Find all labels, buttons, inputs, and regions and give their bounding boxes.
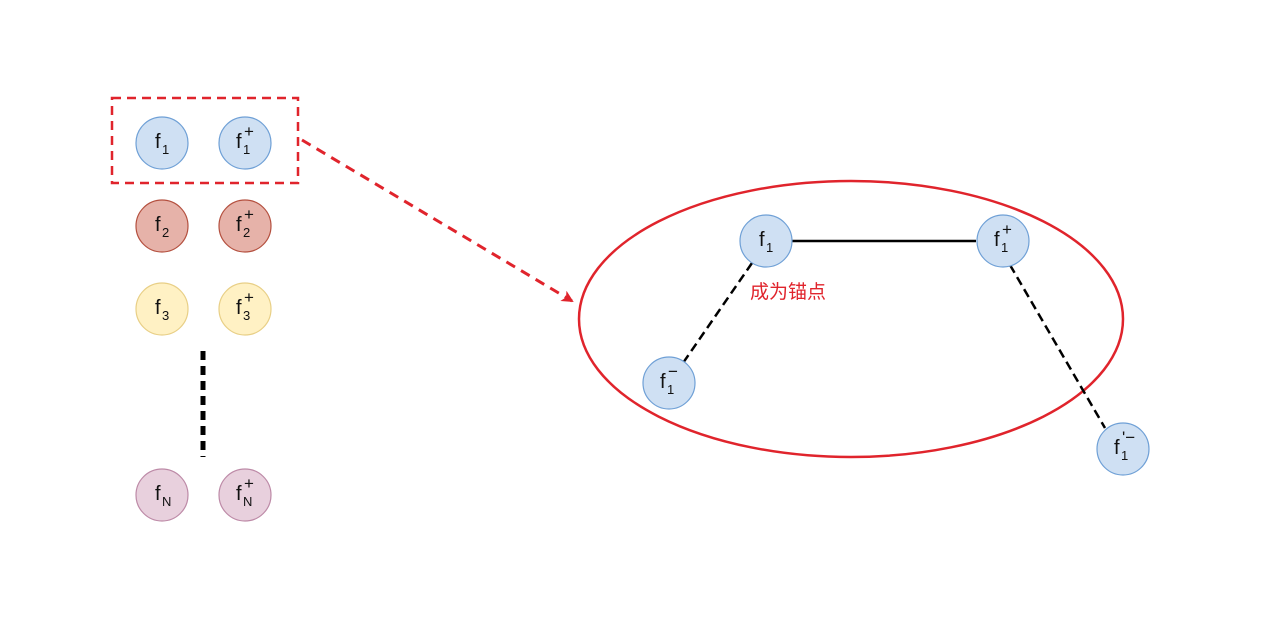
pair-3-node-b-sub: 3 <box>243 308 250 323</box>
pair-2-node-a-sub: 2 <box>162 225 169 240</box>
pair-3-node-a-base: f <box>155 297 161 319</box>
pair-1-node-b-sub: 1 <box>243 142 250 157</box>
negative-link <box>681 262 754 364</box>
negative-node-circle <box>642 356 696 410</box>
anchor-label: 成为锚点 <box>750 281 826 303</box>
anchor-node-base: f <box>759 229 765 251</box>
anchor-node-circle <box>739 214 793 268</box>
pair-n-node-a-circle <box>135 468 189 522</box>
pair-2-node-a-circle <box>135 199 189 253</box>
pair-3-node-b-base: f <box>236 297 242 319</box>
positive-node-sub: 1 <box>1001 240 1008 255</box>
pair-1-node-a-sub: 1 <box>162 142 169 157</box>
positive-node-base: f <box>994 229 1000 251</box>
pair-3-node-a-sub: 3 <box>162 308 169 323</box>
pair-n-node-a-sub: N <box>162 494 171 509</box>
pair-n-node-a-base: f <box>155 483 161 505</box>
pair-n-node-b-sub: N <box>243 494 252 509</box>
negative-node-sup: − <box>668 362 678 381</box>
pair-2-node-b-sup: + <box>244 205 254 224</box>
negative-prime-link <box>1008 264 1107 429</box>
pair-2-node-b-sub: 2 <box>243 225 250 240</box>
zoom-arrow <box>301 138 574 303</box>
pair-1-node-b-sup: + <box>244 122 254 141</box>
negative-prime-node-base: f <box>1114 437 1120 459</box>
pair-1-node-a-circle <box>135 116 189 170</box>
pair-1-node-b-base: f <box>236 131 242 153</box>
pair-1-node-b-circle <box>218 116 272 170</box>
pair-3-node-b-sup: + <box>244 288 254 307</box>
positive-node-sup: + <box>1002 220 1012 239</box>
pair-n-node-b-circle <box>218 468 272 522</box>
positive-node-circle <box>976 214 1030 268</box>
negative-prime-node-sup: '− <box>1122 428 1135 447</box>
negative-node-base: f <box>660 371 666 393</box>
pair-n-node-b-sup: + <box>244 474 254 493</box>
pair-3-node-b-circle <box>218 282 272 336</box>
selection-box <box>110 96 300 185</box>
negative-node-sub: 1 <box>667 382 674 397</box>
pair-2-node-b-base: f <box>236 214 242 236</box>
negative-prime-node-sub: 1 <box>1121 448 1128 463</box>
pair-2-node-b-circle <box>218 199 272 253</box>
negative-prime-node-circle <box>1096 422 1150 476</box>
pair-1-node-a-base: f <box>155 131 161 153</box>
pair-n-node-b-base: f <box>236 483 242 505</box>
pair-2-node-a-base: f <box>155 214 161 236</box>
pair-3-node-a-circle <box>135 282 189 336</box>
anchor-ellipse <box>577 179 1125 459</box>
anchor-node-sub: 1 <box>766 240 773 255</box>
